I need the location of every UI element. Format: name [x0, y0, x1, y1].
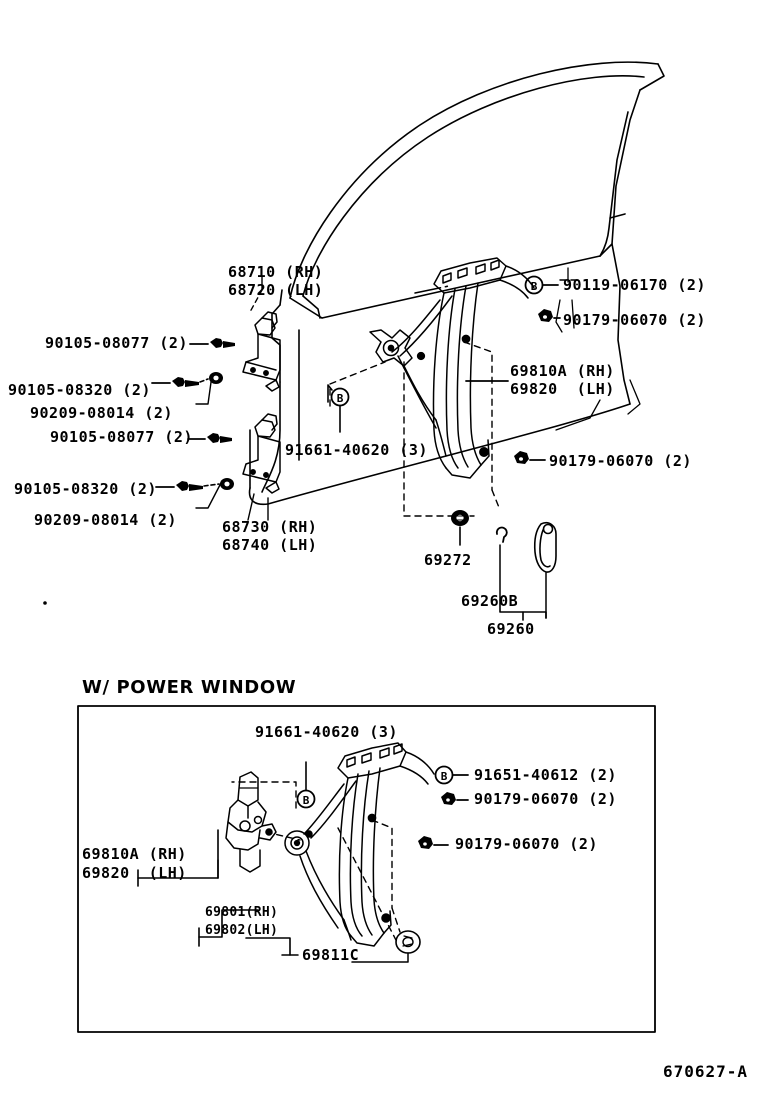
label-regulator-pw-rh: 69810A (RH)	[82, 845, 187, 863]
leader-lines-left	[195, 276, 269, 521]
registration-dot	[43, 601, 47, 605]
label-screw-91651-40612: 91651-40612 (2)	[474, 766, 617, 784]
label-run-channel-lh: 68740 (LH)	[222, 536, 318, 554]
label-bolt-90105-08320-b: 90105-08320 (2)	[14, 480, 157, 498]
door-panel-outline	[248, 243, 631, 506]
label-nut-90179-06070-c: 90179-06070 (2)	[474, 790, 617, 808]
label-door-glass-rh: 68710 (RH)	[228, 263, 324, 281]
bolt-90105-08077-a-part	[189, 338, 235, 348]
svg-text:B: B	[531, 280, 538, 293]
clip-marker-91661: B	[327, 384, 350, 433]
label-clip-91661-40620: 91661-40620 (3)	[285, 441, 428, 459]
svg-text:B: B	[441, 770, 448, 783]
label-regulator-lh: 69820 (LH)	[510, 380, 615, 398]
label-nut-90179-06070-b: 90179-06070 (2)	[549, 452, 692, 470]
power-window-section-title: W/ POWER WINDOW	[82, 677, 297, 698]
svg-text:B: B	[303, 794, 310, 807]
label-motor-lh: 69802(LH)	[205, 923, 279, 938]
label-clip-91661-40620-pw: 91661-40620 (3)	[255, 723, 398, 741]
clip-marker-91661-pw: B	[296, 761, 316, 809]
bracket-69260	[499, 599, 547, 621]
label-bolt-90105-08077-b: 90105-08077 (2)	[50, 428, 193, 446]
label-roller-69811c: 69811C	[302, 946, 360, 964]
knob-69260b-part	[495, 526, 508, 601]
handle-69260-part	[533, 521, 557, 619]
figure-id: 670627-A	[663, 1062, 749, 1081]
door-hinge-lower	[242, 413, 281, 494]
window-regulator-power	[284, 742, 435, 947]
label-escutcheon-69272: 69272	[424, 551, 472, 569]
label-knob-69260b: 69260B	[461, 592, 519, 610]
assembly-dashed-lines	[329, 279, 579, 517]
label-run-channel-rh: 68730 (RH)	[222, 518, 318, 536]
label-tick-lines	[555, 267, 641, 431]
label-nut-90179-06070-d: 90179-06070 (2)	[455, 835, 598, 853]
label-bolt-90105-08077-a: 90105-08077 (2)	[45, 334, 188, 352]
label-nut-90209-08014-a: 90209-08014 (2)	[30, 404, 173, 422]
label-handle-69260: 69260	[487, 620, 535, 638]
label-door-glass-lh: 68720 (LH)	[228, 281, 324, 299]
label-motor-rh: 69801(RH)	[205, 905, 279, 920]
nut-90179-d-part	[418, 836, 449, 849]
assembly-dashed-lines-pw	[231, 781, 401, 945]
screw-marker-90119: B	[524, 275, 559, 295]
label-regulator-rh: 69810A (RH)	[510, 362, 615, 380]
bolt-90105-08077-b-part	[187, 433, 232, 443]
window-regulator-manual	[369, 257, 535, 479]
bolt-90105-08320-a-part	[151, 377, 209, 387]
door-glass-outline	[289, 61, 665, 319]
window-motor-assembly	[225, 771, 277, 873]
label-regulator-pw-lh: 69820 (LH)	[82, 864, 187, 882]
screw-marker-91651: B	[434, 765, 469, 785]
washer-90209-08014-b-part	[220, 478, 234, 490]
label-screw-90119-06170: 90119-06170 (2)	[563, 276, 706, 294]
nut-90179-b-part	[514, 451, 546, 464]
label-bolt-90105-08320-a: 90105-08320 (2)	[8, 381, 151, 399]
escutcheon-69272-part	[451, 510, 469, 546]
label-nut-90209-08014-b: 90209-08014 (2)	[34, 511, 177, 529]
roller-69811c-part	[351, 930, 421, 963]
bolt-90105-08320-b-part	[155, 481, 220, 491]
svg-text:B: B	[337, 392, 344, 405]
power-window-panel-box	[77, 705, 656, 1033]
door-hinge-upper	[242, 311, 281, 392]
label-nut-90179-06070-a: 90179-06070 (2)	[563, 311, 706, 329]
nut-90179-c-part	[441, 792, 469, 805]
lower-leader-lines	[217, 859, 299, 956]
